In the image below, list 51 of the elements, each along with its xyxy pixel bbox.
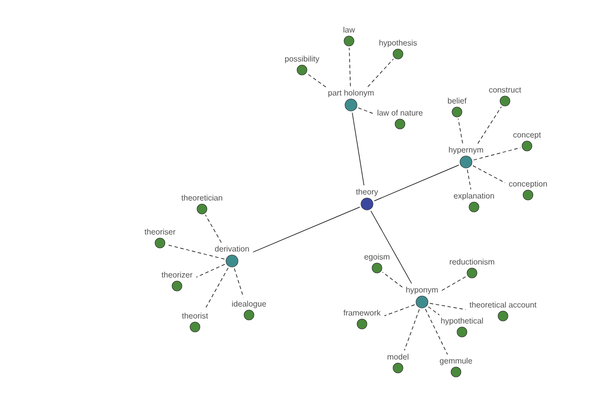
connector-line <box>478 106 502 144</box>
node-label: belief <box>448 98 467 104</box>
connector-line <box>382 272 403 288</box>
node-label: explanation <box>454 192 494 200</box>
node-label: law of nature <box>378 110 423 116</box>
connector-line <box>428 306 440 316</box>
node-label: gemmule <box>440 358 472 366</box>
connector-line <box>374 164 460 202</box>
node-label: theoretician <box>181 194 222 201</box>
connector-line <box>196 264 226 278</box>
connector-line <box>429 303 466 310</box>
node-label: conception <box>509 180 547 188</box>
node-label: model <box>388 354 408 360</box>
connector-line <box>204 268 228 310</box>
node-label: hyponym <box>406 286 438 294</box>
connector-line <box>358 108 374 114</box>
connector-line <box>348 48 351 87</box>
node-label: hypothetical <box>441 318 483 326</box>
connector-line <box>307 74 326 88</box>
node-label: hypothesis <box>379 40 417 48</box>
connector-line <box>404 309 420 351</box>
node-label: hypernym <box>449 146 484 154</box>
connector-line <box>205 214 222 243</box>
connector-line <box>234 268 244 298</box>
node-label: construct <box>489 87 522 93</box>
node-label: egoism <box>364 254 390 262</box>
node-label: theory <box>356 188 378 196</box>
node-label: part holonym <box>328 90 374 98</box>
node-label: idealogue <box>232 300 266 308</box>
node-label: law <box>344 26 356 33</box>
connector-line <box>368 58 394 88</box>
node-label: theoriser <box>144 228 176 235</box>
connector-line <box>370 210 412 284</box>
node-label: possibility <box>285 56 320 64</box>
node-label: concept <box>513 132 541 140</box>
connector-line <box>442 276 466 291</box>
connector-line <box>384 304 415 316</box>
connector-line <box>252 206 360 252</box>
node-label: derivation <box>215 246 249 252</box>
node-label: theoretical account <box>470 302 536 308</box>
node-label: framework <box>343 310 381 316</box>
node-label: theorizer <box>162 272 192 278</box>
connector-line <box>166 244 225 260</box>
connector-line <box>352 112 364 186</box>
connector-line <box>472 165 506 184</box>
connector-line <box>425 308 448 355</box>
node-label: theorist <box>182 312 208 319</box>
connector-line <box>458 118 463 144</box>
node-label: reductionism <box>450 258 494 265</box>
connector-line <box>473 147 521 160</box>
connector-line <box>467 169 472 190</box>
